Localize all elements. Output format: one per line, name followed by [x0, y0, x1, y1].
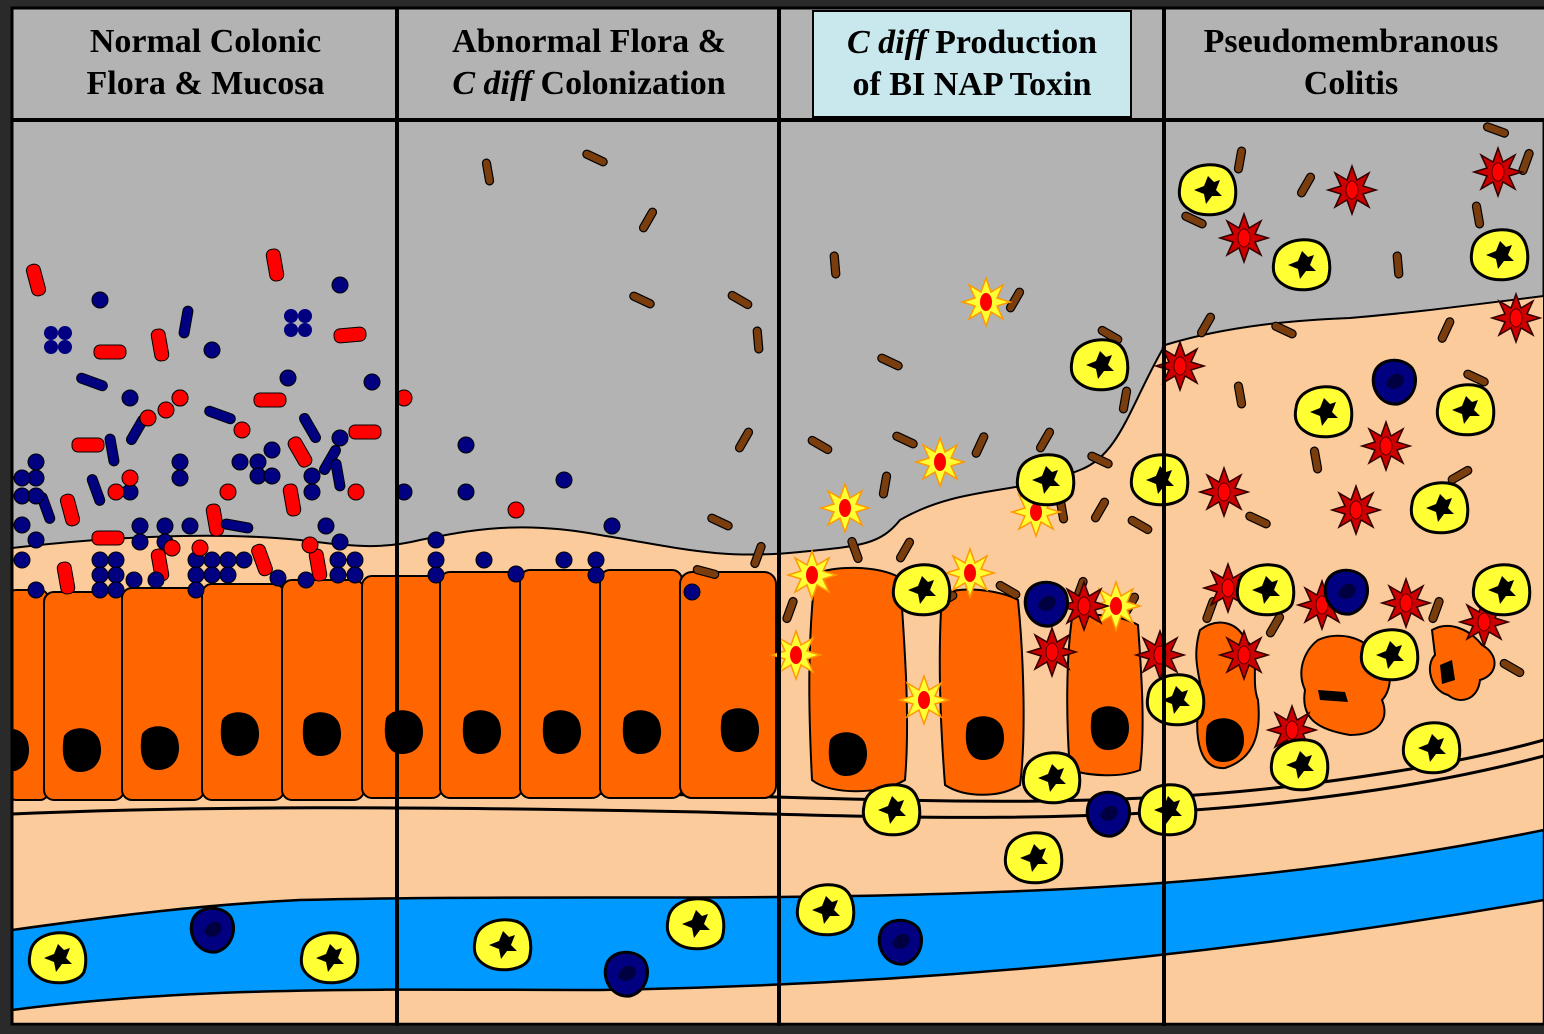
panel-title-line2: Colitis — [1304, 63, 1398, 105]
organism-name: C diff — [847, 24, 927, 61]
panel-title-abnormal: Abnormal Flora & C diff Colonization — [399, 8, 779, 118]
panel-title-line1: Abnormal Flora & — [452, 21, 726, 63]
organism-name: C diff — [452, 65, 532, 102]
panel-title-line2: Flora & Mucosa — [87, 63, 325, 105]
panel-title-line1: C diff Production — [847, 22, 1097, 64]
panel-title-line2: of BI NAP Toxin — [852, 64, 1091, 106]
panel-title-line2: C diff Colonization — [452, 63, 725, 105]
panel-title-toxin: C diff Production of BI NAP Toxin — [812, 10, 1132, 118]
panel-title-line1: Pseudomembranous — [1204, 21, 1499, 63]
panel-title-colitis: Pseudomembranous Colitis — [1166, 8, 1536, 118]
panel-title-line1: Normal Colonic — [90, 21, 321, 63]
panel-title-normal: Normal Colonic Flora & Mucosa — [14, 8, 397, 118]
